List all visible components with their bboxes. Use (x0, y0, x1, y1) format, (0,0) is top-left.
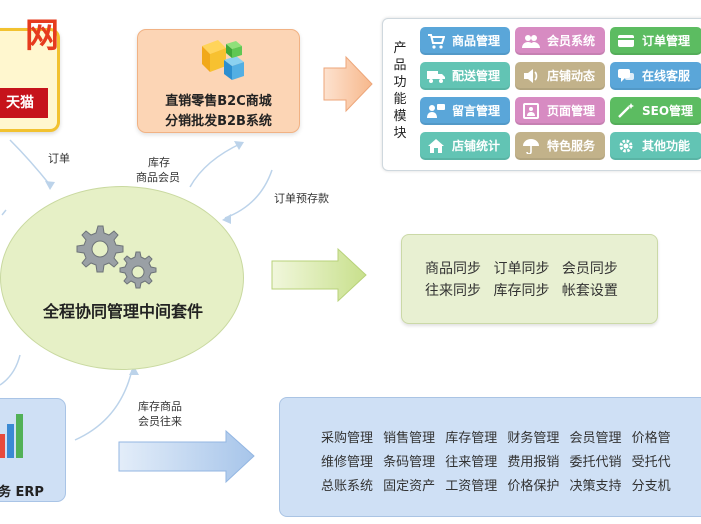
module-3[interactable]: 订单管理 (610, 27, 701, 55)
goods-member-label: 商品会员 (136, 171, 180, 184)
deposit-connector (224, 169, 273, 219)
left-stub-connector (1, 209, 7, 216)
page-icon (522, 102, 540, 120)
wand-icon (617, 102, 635, 120)
erp-left-connector (0, 354, 21, 386)
home-icon (427, 137, 445, 155)
truck-icon (427, 67, 445, 85)
shop-connector-arrowhead (45, 181, 55, 190)
erp-row-3: 总账系统 固定资产 工资管理 价格保护 决策支持 分支机 (321, 479, 671, 494)
module-7[interactable]: 留言管理 (420, 97, 510, 125)
speaker-icon (522, 67, 540, 85)
module-label: 订单管理 (642, 34, 691, 48)
cart-icon (427, 32, 445, 50)
middleware-title: 全程协同管理中间套件 (42, 302, 203, 321)
module-label: SEO管理 (642, 104, 694, 118)
card-icon (617, 32, 635, 50)
arrow-to-modules (323, 55, 373, 113)
module-label: 特色服务 (547, 139, 596, 153)
module-label: 留言管理 (452, 104, 501, 118)
erp-row-1: 采购管理 销售管理 库存管理 财务管理 会员管理 价格管 (321, 431, 671, 446)
chat-icon (617, 67, 635, 85)
module-2[interactable]: 会员系统 (515, 27, 605, 55)
module-11[interactable]: 特色服务 (515, 132, 605, 160)
arrow-to-sync (271, 247, 367, 303)
tmall-badge: 天猫 (0, 88, 48, 118)
gears-icon (76, 225, 157, 289)
sync-box (401, 234, 658, 324)
users-icon (522, 32, 540, 50)
module-panel-title: 产品功能模块 (393, 41, 407, 141)
b2c-connector-arrowhead (234, 141, 244, 150)
module-label: 会员系统 (547, 34, 596, 48)
erp-row-2: 维修管理 条码管理 往来管理 费用报销 委托代销 受托代 (321, 455, 671, 470)
order-deposit-label: 订单预存款 (274, 192, 329, 205)
b2c-up-connector (189, 142, 243, 188)
module-6[interactable]: 在线客服 (610, 62, 701, 90)
erp-member-label: 会员往来 (138, 415, 182, 428)
bar-chart-icon (0, 414, 23, 458)
arrow-to-erp (118, 429, 255, 484)
gear-icon (617, 137, 635, 155)
module-1[interactable]: 商品管理 (420, 27, 510, 55)
deposit-connector-arrowhead (222, 214, 231, 224)
module-label: 配送管理 (452, 69, 501, 83)
module-label: 店铺统计 (452, 139, 501, 153)
b2c-title-line1: 直销零售B2C商城 (165, 94, 272, 109)
sync-row-2: 往来同步 库存同步 帐套设置 (425, 283, 618, 299)
cubes-icon (202, 40, 244, 80)
shop-connector (9, 139, 51, 186)
umbrella-icon (522, 137, 540, 155)
module-label: 在线客服 (642, 69, 691, 83)
module-5[interactable]: 店铺动态 (515, 62, 605, 90)
module-label: 其他功能 (642, 139, 691, 153)
stock-label: 库存 (148, 156, 170, 169)
module-9[interactable]: SEO管理 (610, 97, 701, 125)
order-label: 订单 (48, 152, 70, 165)
erp-stock-goods-label: 库存商品 (138, 400, 182, 413)
module-12[interactable]: 其他功能 (610, 132, 701, 160)
module-label: 页面管理 (547, 104, 596, 118)
middleware-ellipse (0, 186, 244, 370)
module-10[interactable]: 店铺统计 (420, 132, 510, 160)
module-8[interactable]: 页面管理 (515, 97, 605, 125)
erp-connector-arrowhead (129, 366, 139, 375)
erp-card-label: 务 ERP (0, 485, 44, 500)
sync-row-1: 商品同步 订单同步 会员同步 (425, 261, 618, 277)
module-label: 商品管理 (452, 34, 501, 48)
shop-logo: 网 (25, 16, 60, 56)
erp-modules-box (279, 397, 701, 517)
module-4[interactable]: 配送管理 (420, 62, 510, 90)
erp-up-connector (74, 369, 133, 441)
b2c-title-line2: 分销批发B2B系统 (165, 114, 272, 129)
module-label: 店铺动态 (547, 69, 596, 83)
message-icon (427, 102, 445, 120)
